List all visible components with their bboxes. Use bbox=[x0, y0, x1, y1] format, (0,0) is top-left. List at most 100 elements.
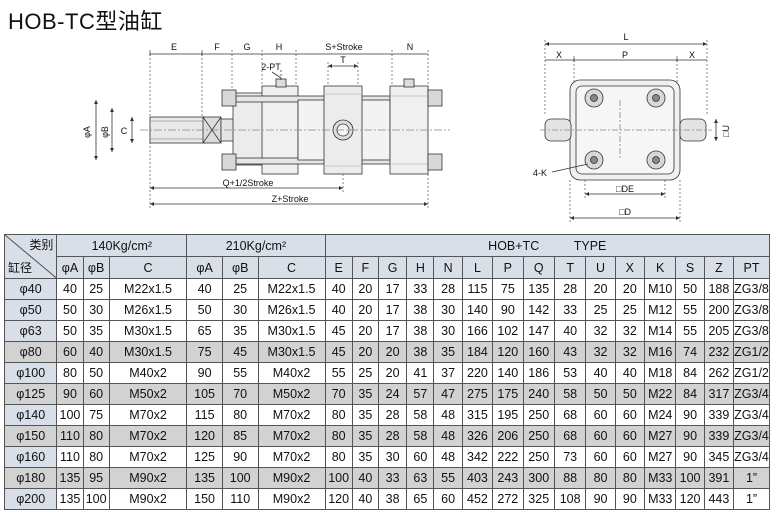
table-cell: M24 bbox=[644, 404, 677, 426]
table-cell: 452 bbox=[461, 488, 494, 510]
table-cell: 90 bbox=[56, 383, 84, 405]
end-view-labels: L X P X □U 4-K □DE □D bbox=[533, 32, 731, 217]
bore-size-cell: φ140 bbox=[3, 404, 58, 426]
cylinder-drawing: E F G H S+Stroke N T 2-PT φA φB C Q+1/2S… bbox=[82, 32, 731, 224]
table-cell: ZG1/2 bbox=[733, 362, 770, 384]
table-cell: 206 bbox=[492, 425, 524, 447]
table-cell: 90 bbox=[675, 404, 705, 426]
table-cell: 63 bbox=[406, 467, 435, 489]
table-cell: 95 bbox=[82, 467, 110, 489]
table-cell: 30 bbox=[377, 446, 408, 468]
table-cell: M26x1.5 bbox=[108, 299, 188, 321]
table-cell: 33 bbox=[553, 299, 587, 321]
table-cell: 35 bbox=[351, 383, 379, 405]
table-cell: 32 bbox=[585, 320, 616, 342]
table-cell: 50 bbox=[614, 383, 646, 405]
table-cell: 30 bbox=[82, 299, 110, 321]
table-cell: 58 bbox=[406, 425, 435, 447]
table-cell: 53 bbox=[553, 362, 587, 384]
table-cell: M70x2 bbox=[108, 404, 188, 426]
bore-size-cell: φ125 bbox=[3, 383, 58, 405]
table-cell: 68 bbox=[553, 404, 587, 426]
table-cell: 100 bbox=[56, 404, 84, 426]
table-cell: 32 bbox=[585, 341, 616, 363]
table-cell: 70 bbox=[221, 383, 259, 405]
table-cell: 140 bbox=[461, 299, 494, 321]
table-cell: M22x1.5 bbox=[108, 278, 188, 300]
table-cell: 403 bbox=[461, 467, 494, 489]
table-cell: 48 bbox=[433, 425, 463, 447]
table-cell: 275 bbox=[461, 383, 494, 405]
table-cell: 166 bbox=[461, 320, 494, 342]
table-cell: 60 bbox=[614, 446, 646, 468]
table-cell: 32 bbox=[614, 320, 646, 342]
table-cell: 125 bbox=[186, 446, 223, 468]
table-cell: 58 bbox=[553, 383, 587, 405]
dim-d-label: □D bbox=[619, 207, 631, 217]
table-cell: 17 bbox=[377, 320, 408, 342]
table-cell: 147 bbox=[522, 320, 555, 342]
table-cell: 80 bbox=[221, 404, 259, 426]
table-cell: 120 bbox=[324, 488, 353, 510]
table-cell: 35 bbox=[351, 404, 379, 426]
table-cell: 40 bbox=[585, 362, 616, 384]
table-cell: ZG3/4 bbox=[733, 425, 770, 447]
table-cell: 135 bbox=[56, 488, 84, 510]
table-cell: 50 bbox=[585, 383, 616, 405]
table-cell: M30x1.5 bbox=[257, 320, 326, 342]
table-cell: 55 bbox=[433, 467, 463, 489]
table-cell: 250 bbox=[522, 425, 555, 447]
column-header: C bbox=[257, 256, 326, 279]
table-cell: 35 bbox=[351, 425, 379, 447]
table-cell: M33 bbox=[644, 467, 677, 489]
table-cell: 20 bbox=[351, 278, 379, 300]
table-cell: 342 bbox=[461, 446, 494, 468]
table-cell: 57 bbox=[406, 383, 435, 405]
table-cell: 73 bbox=[553, 446, 587, 468]
table-cell: 100 bbox=[221, 467, 259, 489]
table-cell: 205 bbox=[703, 320, 735, 342]
group-210-header: 210Kg/cm² bbox=[186, 234, 326, 257]
table-cell: 186 bbox=[522, 362, 555, 384]
table-cell: 90 bbox=[585, 488, 616, 510]
table-cell: 326 bbox=[461, 425, 494, 447]
table-cell: 48 bbox=[433, 404, 463, 426]
table-cell: 100 bbox=[324, 467, 353, 489]
table-cell: 80 bbox=[585, 467, 616, 489]
dim-g-label: G bbox=[243, 42, 250, 52]
dim-z-label: Z+Stroke bbox=[272, 194, 309, 204]
column-header: U bbox=[585, 256, 616, 279]
table-cell: 38 bbox=[377, 488, 408, 510]
table-cell: 60 bbox=[585, 425, 616, 447]
table-cell: 110 bbox=[221, 488, 259, 510]
group-140-header: 140Kg/cm² bbox=[56, 234, 188, 257]
table-cell: ZG3/4 bbox=[733, 383, 770, 405]
table-cell: 250 bbox=[522, 446, 555, 468]
table-cell: 20 bbox=[585, 278, 616, 300]
table-cell: 50 bbox=[186, 299, 223, 321]
table-cell: 40 bbox=[82, 341, 110, 363]
table-cell: 90 bbox=[675, 446, 705, 468]
table-cell: M90x2 bbox=[108, 467, 188, 489]
table-cell: 35 bbox=[82, 320, 110, 342]
table-cell: 250 bbox=[522, 404, 555, 426]
table-cell: M40x2 bbox=[108, 362, 188, 384]
table-cell: 175 bbox=[492, 383, 524, 405]
table-cell: 55 bbox=[675, 299, 705, 321]
table-cell: M27 bbox=[644, 446, 677, 468]
table-cell: 90 bbox=[492, 299, 524, 321]
table-cell: 20 bbox=[351, 341, 379, 363]
table-cell: 1” bbox=[733, 467, 770, 489]
dim-b-label: φB bbox=[100, 126, 110, 138]
table-cell: 443 bbox=[703, 488, 735, 510]
dim-q-label: Q+1/2Stroke bbox=[223, 178, 274, 188]
table-cell: 60 bbox=[614, 425, 646, 447]
table-cell: 35 bbox=[433, 341, 463, 363]
